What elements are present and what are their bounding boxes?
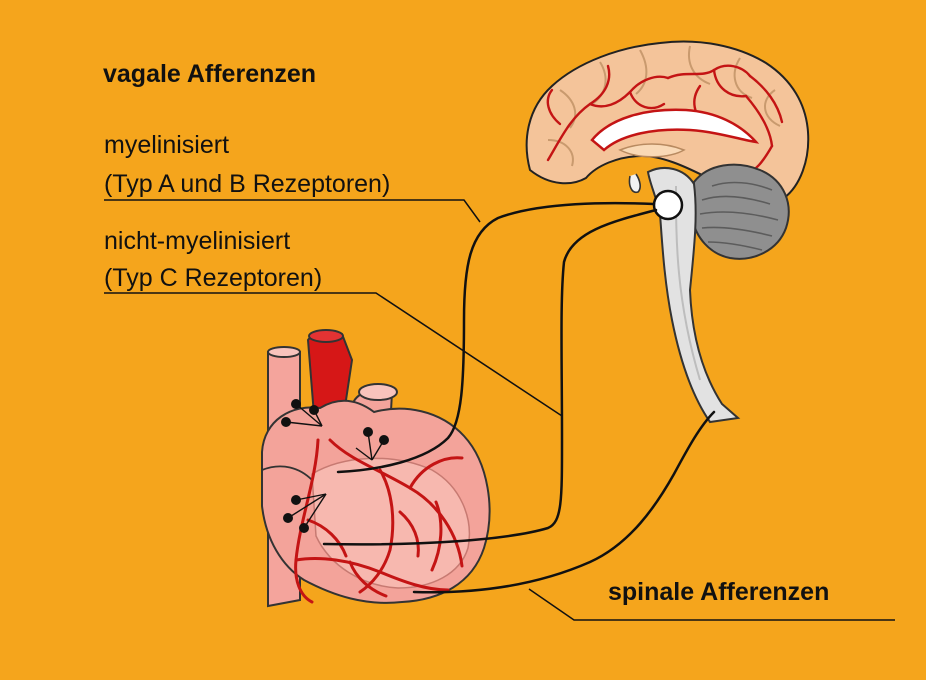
unmyelinated-label: nicht-myelinisiert (104, 229, 290, 254)
myelinated-receptor-label: (Typ A und B Rezeptoren) (104, 172, 390, 197)
vagal-afferents-title: vagale Afferenzen (103, 62, 316, 87)
unmyelinated-receptor-label: (Typ C Rezeptoren) (104, 266, 322, 291)
myelinated-label: myelinisiert (104, 133, 229, 158)
label-pointers (104, 200, 895, 620)
brain-illustration (527, 42, 809, 422)
brainstem-nucleus (654, 191, 682, 219)
spinal-afferents-label: spinale Afferenzen (608, 580, 829, 605)
